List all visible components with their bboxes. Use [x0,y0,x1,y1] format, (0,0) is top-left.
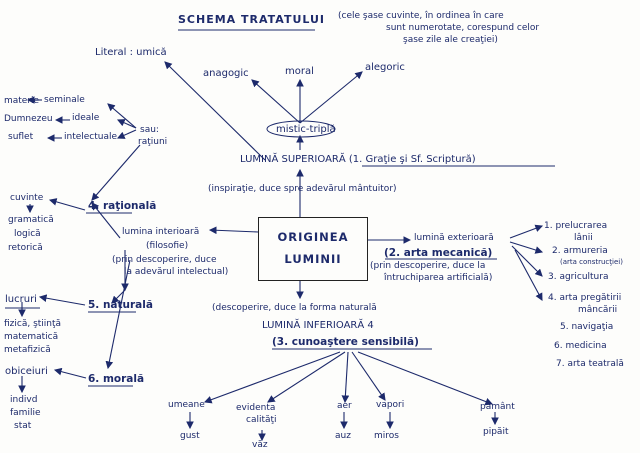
cuvinte-label: cuvinte [10,193,44,203]
exterioara-desc-2: întruchiparea artificială) [384,273,493,283]
medicina-label: 6. medicina [554,341,607,351]
center-line-1: ORIGINEA [277,230,349,244]
vapori-label: vapori [376,400,405,410]
umeane-label: umeane [168,400,205,410]
morala-label: 6. morală [88,373,145,385]
mancarii-label: mâncării [578,305,618,315]
title-note-line-3: şase zile ale creaţiei) [403,35,498,45]
alegoric-label: alegoric [365,62,405,73]
lumina-interioara-label: lumina interioară [122,227,200,237]
armureria-label: 2. armureria [552,246,608,256]
metafizica-label: metafizică [4,345,51,355]
seminale-label: seminale [44,95,85,105]
title-note-line-2: sunt numerotate, corespund celor [386,23,540,33]
page-title: SCHEMA TRATATULUI [178,13,326,26]
vaz-label: văz [252,440,268,450]
anagogic-label: anagogic [203,68,249,79]
exterioara-desc-1: (prin descoperire, duce la [370,261,486,271]
armureria-note: (arta construcţiei) [560,258,623,266]
intelectuale-label: intelectuale [64,132,118,142]
retorica-label: retorică [8,243,43,253]
lumina-superioara-label: LUMINĂ SUPERIOARĂ (1. Graţie şi Sf. Scri… [240,154,476,165]
gust-label: gust [180,431,200,441]
moral-label: moral [285,66,314,77]
materie-label: materie [4,96,40,106]
lucruri-label: lucruri [5,294,37,305]
agricultura-label: 3. agricultura [548,272,609,282]
lanii-label: lânii [574,233,593,243]
miros-label: miros [374,431,399,441]
suflet-label: suflet [8,132,34,142]
arta-mecanica-label: (2. arta mecanică) [384,247,493,259]
indivd-label: indivd [10,395,38,405]
auz-label: auz [335,431,351,441]
navigatia-label: 5. navigaţia [560,322,614,332]
ratiuni-label: raţiuni [138,137,168,147]
evidenta-label: evidenta [236,403,276,413]
inferioara-desc: (descoperire, duce la forma naturală [212,303,377,313]
lumina-exterioara-label: lumină exterioară [414,233,494,243]
interioara-desc-2: la adevărul intelectual) [124,267,229,277]
ideale-label: ideale [72,113,100,123]
pipait-label: pipăit [483,427,509,437]
lumina-inferioara-label: LUMINĂ INFERIOARĂ 4 [262,320,374,331]
obiceiuri-label: obiceiuri [5,366,48,377]
cunoastere-label: (3. cunoaştere sensibilă) [272,336,419,348]
gramatica-label: gramatică [8,215,54,225]
fizica-label: fizică, ştiinţă [4,319,62,329]
mistic-label: mistic-triplă [276,124,336,135]
logica-label: logică [14,229,41,239]
dumnezeu-label: Dumnezeu [4,114,53,124]
sau-label: sau: [140,125,159,135]
center-box: ORIGINEA LUMINII [258,217,368,281]
aer-label: aer [337,401,352,411]
filosofie-label: (filosofie) [146,241,189,251]
center-line-2: LUMINII [284,252,342,266]
calitati-label: calităţi [246,415,277,425]
stat-label: stat [14,421,32,431]
literal-label: Literal : umică [95,47,167,58]
interioara-desc-1: (prin descoperire, duce [112,255,217,265]
arta-teatrala-label: 7. arta teatrală [556,359,624,369]
naturala-label: 5. naturală [88,299,153,311]
prelucrarea-label: 1. prelucrarea [544,221,608,231]
matematica-label: matematică [4,332,59,342]
pamant-label: pământ [480,402,515,412]
superioara-desc: (inspiraţie, duce spre adevărul mântuito… [208,184,397,194]
arta-pregatirii-label: 4. arta pregătirii [548,293,622,303]
rationala-label: 4. raţională [88,200,157,212]
title-note-line-1: (cele şase cuvinte, în ordinea în care [338,11,504,21]
familie-label: familie [10,408,41,418]
